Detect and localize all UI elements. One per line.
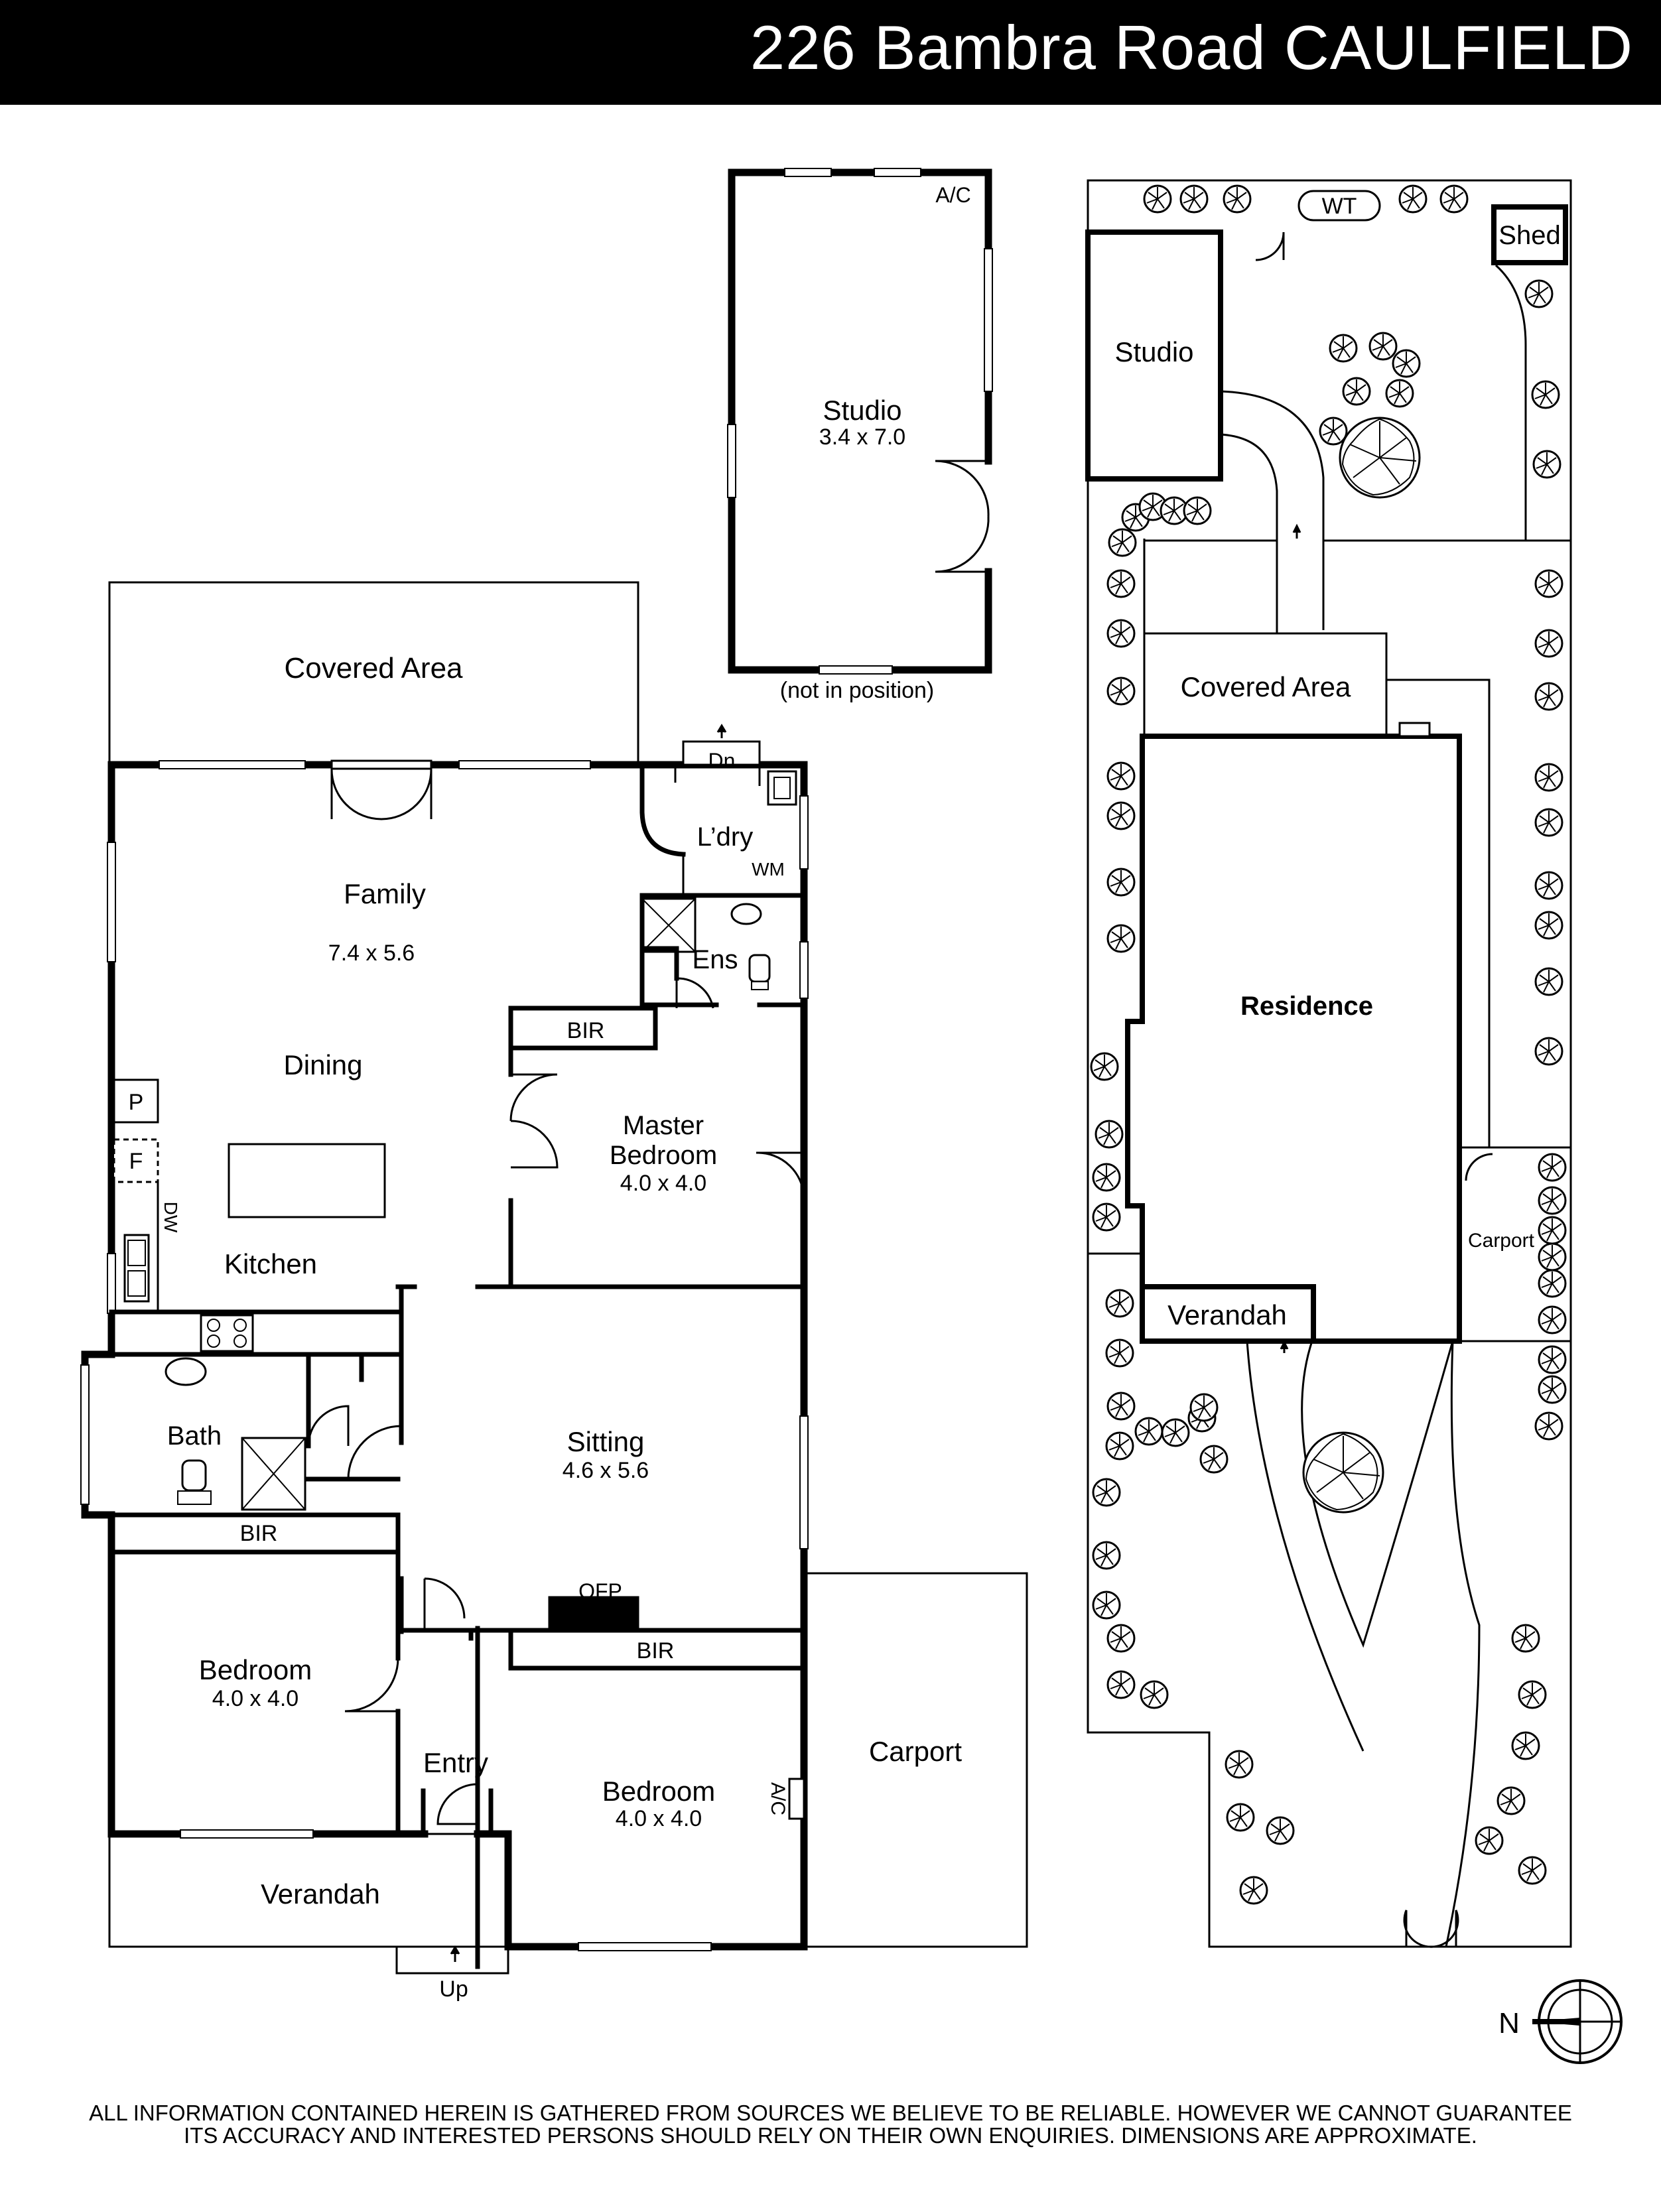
- north-compass: N: [1498, 1979, 1623, 2064]
- studio-position-note: (not in position): [780, 678, 934, 703]
- fireplace-label: OFP: [578, 1579, 622, 1603]
- kitchen-island: [228, 1143, 386, 1218]
- site-covered-area-label: Covered Area: [1181, 671, 1351, 702]
- front-tree-icon: [1302, 1431, 1384, 1514]
- up-label: Up: [439, 1977, 468, 2002]
- kitchen-label: Kitchen: [224, 1248, 317, 1279]
- ensuite-shower: [641, 897, 697, 953]
- family-dims: 7.4 x 5.6: [328, 941, 415, 966]
- fridge-label: F: [129, 1149, 143, 1174]
- master-bedroom-label-line2: Bedroom: [610, 1141, 717, 1170]
- residence-label: Residence: [1240, 992, 1373, 1021]
- cooktop: [200, 1314, 254, 1352]
- ensuite-basin: [730, 903, 762, 925]
- house-floor-plan: Covered Area Family 7.4 x 5.6 Dining Kit…: [80, 581, 1028, 2002]
- sitting-label: Sitting: [567, 1426, 645, 1457]
- bath-label: Bath: [167, 1421, 222, 1451]
- bath-bir-label: BIR: [240, 1521, 278, 1546]
- sitting-dims: 4.6 x 5.6: [563, 1458, 649, 1483]
- master-bedroom-label-line1: Master: [623, 1111, 704, 1140]
- site-verandah-label: Verandah: [1167, 1299, 1287, 1331]
- water-tank-label: WT: [1322, 194, 1357, 219]
- master-bedroom-dims: 4.0 x 4.0: [620, 1171, 706, 1196]
- bedroom-right-dims: 4.0 x 4.0: [616, 1806, 702, 1831]
- dining-label: Dining: [283, 1049, 362, 1080]
- down-label: Dn: [708, 749, 736, 773]
- carport-label: Carport: [869, 1736, 962, 1767]
- studio-label: Studio: [823, 395, 901, 426]
- bedroom-air-con: [788, 1778, 805, 1820]
- pantry-label: P: [129, 1090, 144, 1115]
- bedroom-left-label: Bedroom: [199, 1654, 312, 1685]
- pantry: [113, 1078, 159, 1124]
- bedroom-right-label: Bedroom: [602, 1776, 715, 1807]
- entry-label: Entry: [423, 1747, 488, 1778]
- verandah-label: Verandah: [261, 1878, 380, 1910]
- bedroom-bir-label: BIR: [637, 1638, 675, 1663]
- water-tank: [1297, 190, 1381, 222]
- shed-label: Shed: [1498, 221, 1560, 250]
- fireplace: [551, 1600, 637, 1628]
- site-residence: [1125, 734, 1462, 1344]
- disclaimer-line-2: ITS ACCURACY AND INTERESTED PERSONS SHOU…: [184, 2123, 1477, 2148]
- site-studio-block: [1085, 229, 1223, 482]
- bedroom-air-con-label: A/C: [767, 1782, 789, 1815]
- site-carport-label: Carport: [1468, 1230, 1535, 1252]
- bath-basin: [165, 1357, 207, 1386]
- studio-dims: 3.4 x 7.0: [819, 424, 905, 450]
- site-shed: [1491, 204, 1568, 265]
- header-bar: 226 Bambra Road CAULFIELD: [0, 0, 1661, 105]
- dishwasher-label: DW: [161, 1202, 181, 1233]
- disclaimer-line-1: ALL INFORMATION CONTAINED HEREIN IS GATH…: [89, 2101, 1572, 2125]
- north-label: N: [1498, 2007, 1520, 2040]
- page-title: 226 Bambra Road CAULFIELD: [750, 13, 1633, 82]
- laundry-tub: [767, 770, 797, 806]
- washing-machine-label: WM: [752, 859, 785, 879]
- site-studio-label: Studio: [1114, 336, 1193, 367]
- bath-shower: [241, 1437, 306, 1511]
- ensuite-label: Ens: [693, 945, 738, 974]
- garden-tree-icon: [1339, 417, 1421, 499]
- laundry-label: L’dry: [697, 822, 754, 852]
- up-arrow-icon: [450, 1945, 460, 1962]
- site-verandah: [1140, 1284, 1316, 1344]
- ensuite-toilet: [748, 954, 771, 983]
- covered-area-label: Covered Area: [284, 652, 463, 684]
- master-bir-label: BIR: [567, 1018, 605, 1043]
- bedroom-left-dims: 4.0 x 4.0: [212, 1686, 299, 1711]
- studio-floor-plan: Studio 3.4 x 7.0 A/C (not in position): [727, 168, 993, 703]
- studio-air-con-label: A/C: [935, 183, 970, 207]
- site-plan: WT Shed Studio Covered Area Residence Ca…: [1085, 179, 1572, 1948]
- family-label: Family: [344, 878, 426, 909]
- bath-toilet: [181, 1459, 207, 1492]
- fridge: [113, 1138, 159, 1183]
- entry-steps: [395, 1945, 509, 1975]
